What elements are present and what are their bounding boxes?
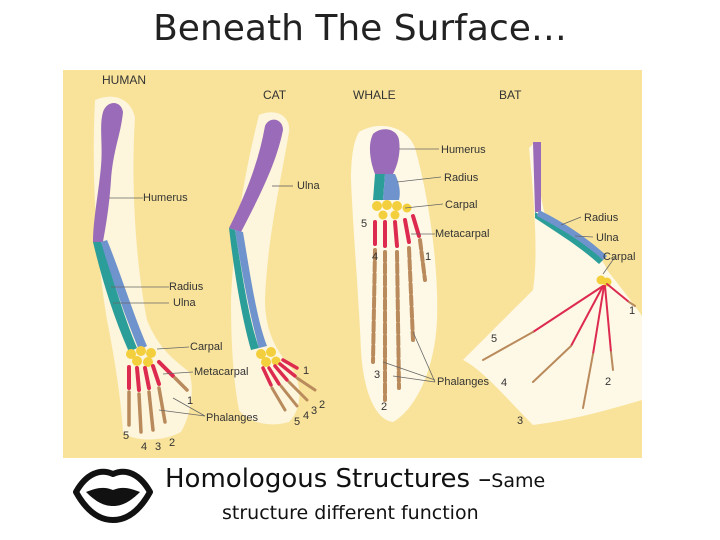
label-human-phalanges: Phalanges (206, 412, 258, 424)
label-cat-ulna: Ulna (297, 180, 321, 192)
cat-carpals (256, 347, 281, 367)
cat-digit-4: 4 (303, 410, 309, 422)
caption-main: Homologous Structures –Same (165, 464, 545, 494)
human-digit-3: 3 (155, 441, 161, 453)
bat-digit-3: 3 (517, 415, 523, 427)
label-whale-carpal: Carpal (445, 199, 477, 211)
leader-lines (109, 148, 616, 417)
label-bat-carpal: Carpal (603, 251, 635, 263)
bat-metacarpals (532, 283, 630, 355)
whale-digit-1: 1 (425, 251, 431, 263)
human-ulna (93, 242, 137, 352)
cat-digit-3: 3 (311, 405, 317, 417)
label-human-ulna: Ulna (173, 297, 197, 309)
human-carpals (126, 346, 156, 367)
human-humerus (93, 103, 123, 242)
bat-digit-2: 2 (605, 376, 611, 388)
cat-ulna (229, 228, 259, 350)
label-human-metacarpal: Metacarpal (194, 366, 248, 378)
bat-digit-4: 4 (501, 377, 507, 389)
label-human-humerus: Humerus (143, 192, 188, 204)
caption-main-small: Same (491, 470, 546, 492)
caption-line2: structure different function (222, 502, 479, 524)
bat-wing-membrane (463, 142, 642, 425)
whale-digit-2: 2 (381, 401, 387, 413)
label-human-carpal: Carpal (190, 341, 222, 353)
cat-radius (235, 230, 267, 348)
human-phalanges (127, 376, 189, 434)
page-title: Beneath The Surface… (153, 8, 567, 49)
human-limb (93, 96, 192, 440)
whale-digit-3: 3 (374, 369, 380, 381)
cat-digit-1: 1 (303, 365, 309, 377)
human-digit-4: 4 (141, 441, 147, 453)
whale-phalanges (371, 238, 427, 402)
whale-digit-4: 4 (372, 251, 378, 263)
bat-carpals (596, 275, 612, 287)
bat-ulna (535, 212, 603, 264)
bat-digit-1: 1 (629, 305, 635, 317)
label-bat: BAT (499, 88, 522, 102)
cat-digit-5: 5 (294, 416, 300, 428)
lips-icon (73, 468, 153, 523)
label-cat: CAT (263, 88, 287, 102)
cat-humerus (229, 119, 283, 232)
label-whale-metacarpal: Metacarpal (435, 228, 489, 240)
bat-digit-5: 5 (491, 333, 497, 345)
cat-metacarpals (261, 358, 299, 387)
bat-radius (537, 210, 607, 260)
homology-diagram: HUMAN CAT WHALE BAT Humerus Radius Ulna … (63, 70, 642, 458)
whale-ulna (373, 174, 385, 200)
human-radius (101, 240, 147, 350)
bat-limb (463, 142, 642, 425)
cat-phalanges (270, 376, 317, 412)
label-bat-radius: Radius (584, 212, 619, 224)
digit-numbers: 5 4 3 2 1 1 2 3 4 5 5 4 1 3 2 1 2 3 4 5 (123, 218, 635, 453)
whale-humerus (369, 129, 400, 174)
cat-limb (229, 112, 317, 425)
whale-radius (383, 174, 400, 200)
label-bat-ulna: Ulna (596, 232, 620, 244)
label-whale-humerus: Humerus (441, 144, 486, 156)
label-human: HUMAN (102, 73, 146, 87)
cat-digit-2: 2 (319, 399, 325, 411)
whale-limb (351, 125, 438, 422)
diagram-labels: HUMAN CAT WHALE BAT Humerus Radius Ulna … (102, 73, 635, 424)
human-digit-1: 1 (187, 395, 193, 407)
human-digit-5: 5 (123, 430, 129, 442)
label-human-radius: Radius (169, 281, 204, 293)
label-whale: WHALE (353, 88, 396, 102)
label-whale-radius: Radius (444, 172, 479, 184)
whale-digit-5: 5 (361, 218, 367, 230)
human-silhouette (93, 96, 192, 440)
bat-humerus (533, 142, 541, 212)
caption-main-text: Homologous Structures – (165, 464, 492, 494)
human-digit-2: 2 (169, 437, 175, 449)
whale-metacarpals (373, 214, 421, 248)
whale-carpals (372, 200, 412, 220)
bat-phalanges (482, 301, 636, 409)
label-whale-phalanges: Phalanges (437, 376, 489, 388)
